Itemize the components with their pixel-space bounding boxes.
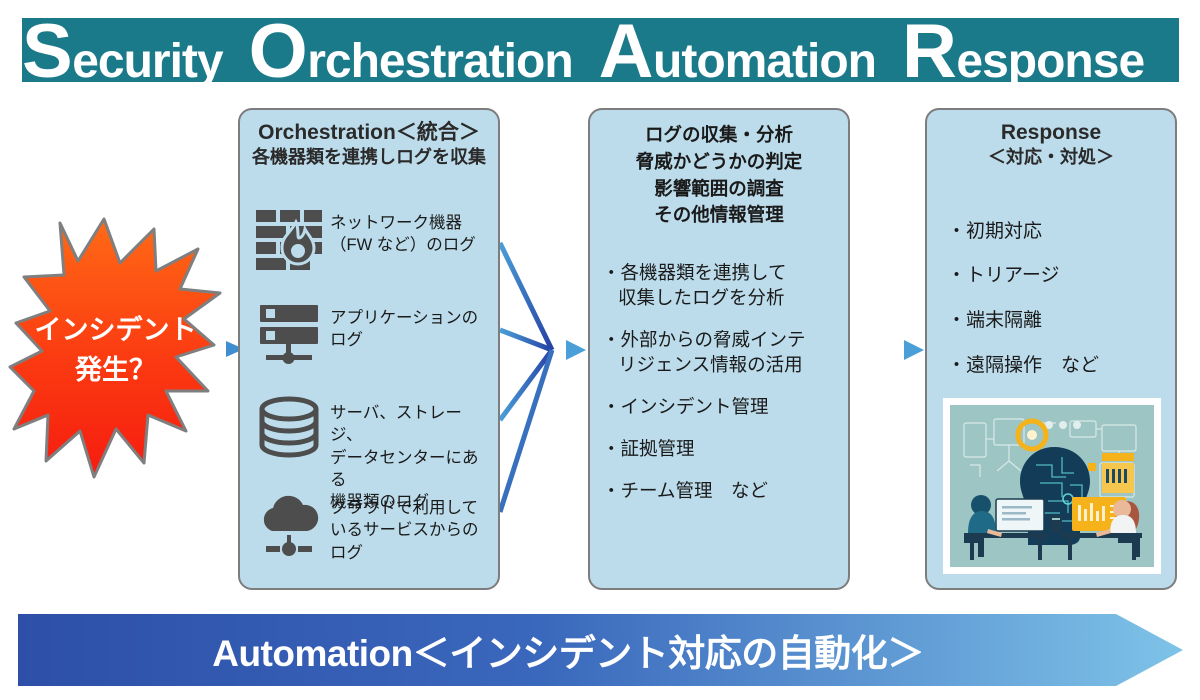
list-item[interactable]: チーム管理 など (602, 479, 838, 504)
header-cap-o: O (248, 8, 308, 94)
arrow-orchestration-to-analysis (548, 340, 586, 360)
list-item-label: サーバ、ストレージ、データセンターにある機器類のログ (330, 404, 479, 512)
header-rest-automation: utomation (653, 34, 877, 88)
automation-banner[interactable] (18, 614, 1183, 686)
list-item[interactable]: 遠隔操作 など (947, 354, 1165, 379)
header-rest-response: esponse (956, 34, 1145, 88)
orchestration-title: Orchestration＜統合＞ (258, 121, 480, 144)
analysis-heading-line-4: その他情報管理 (654, 204, 784, 226)
analysis-heading-line-1: ログの収集・分析 (644, 124, 793, 145)
header-cap-a: A (598, 8, 654, 94)
cloud-icon (252, 487, 326, 561)
panel-analysis[interactable]: ログの収集・分析 脅威かどうかの判定 影響範囲の調査 その他情報管理 各機器類を… (588, 108, 850, 590)
list-item[interactable]: サーバ、ストレージ、データセンターにある機器類のログ (240, 392, 498, 511)
server-icon (252, 297, 326, 371)
analysis-heading-line-2: 脅威かどうかの判定 (635, 150, 803, 172)
list-item[interactable]: アプリケーションのログ (240, 297, 498, 392)
analysis-heading: ログの収集・分析 脅威かどうかの判定 影響範囲の調査 その他情報管理 (590, 110, 848, 229)
list-item[interactable]: インシデント管理 (602, 395, 838, 420)
panel-response[interactable]: Response ＜対応・対処＞ 初期対応 トリアージ 端末隔離 遠隔操作 など (925, 108, 1177, 590)
orchestration-source-list: ネットワーク機器（FW など）のログ (240, 202, 498, 582)
orchestration-subtitle: 各機器類を連携しログを収集 (252, 147, 486, 168)
incident-starburst: インシデント 発生？ (8, 215, 223, 485)
list-item[interactable]: トリアージ (947, 264, 1165, 289)
panel-orchestration[interactable]: Orchestration＜統合＞ 各機器類を連携しログを収集 (238, 108, 500, 590)
database-icon (252, 392, 326, 466)
header-title: S ecurity O rchestration A utomation R e… (22, 6, 1182, 98)
header-word-orchestration: O rchestration (248, 8, 574, 94)
analysis-heading-line-3: 影響範囲の調査 (654, 177, 784, 199)
list-item[interactable]: ネットワーク機器（FW など）のログ (240, 202, 498, 297)
list-item-label: ネットワーク機器（FW など）のログ (330, 214, 476, 255)
list-item[interactable]: 端末隔離 (947, 309, 1165, 334)
response-title: Response (1000, 121, 1102, 144)
header-cap-r: R (902, 8, 957, 94)
list-item[interactable]: クラウドで利用しているサービスからのログ (240, 487, 498, 582)
header-word-response: R esponse (902, 8, 1145, 94)
header-word-security: S ecurity (22, 8, 224, 94)
arrow-analysis-to-response (854, 340, 924, 360)
list-item[interactable]: 初期対応 (947, 220, 1165, 245)
list-item-label: アプリケーションのログ (330, 309, 479, 350)
header-rest-security: ecurity (72, 34, 223, 88)
header-banner-band (22, 18, 1179, 82)
response-bullet-list: 初期対応 トリアージ 端末隔離 遠隔操作 など (927, 186, 1175, 379)
starburst-shape (8, 217, 222, 479)
response-subtitle: ＜対応・対処＞ (988, 147, 1114, 168)
fan-connector-lines (497, 241, 555, 513)
soc-illustration (943, 398, 1161, 574)
header-rest-orchestration: rchestration (307, 34, 573, 88)
header-cap-s: S (22, 8, 73, 94)
list-item-label: クラウドで利用しているサービスからのログ (330, 499, 479, 562)
list-item[interactable]: 証拠管理 (602, 437, 838, 462)
firewall-icon (252, 202, 326, 276)
header-word-automation: A utomation (598, 8, 877, 94)
